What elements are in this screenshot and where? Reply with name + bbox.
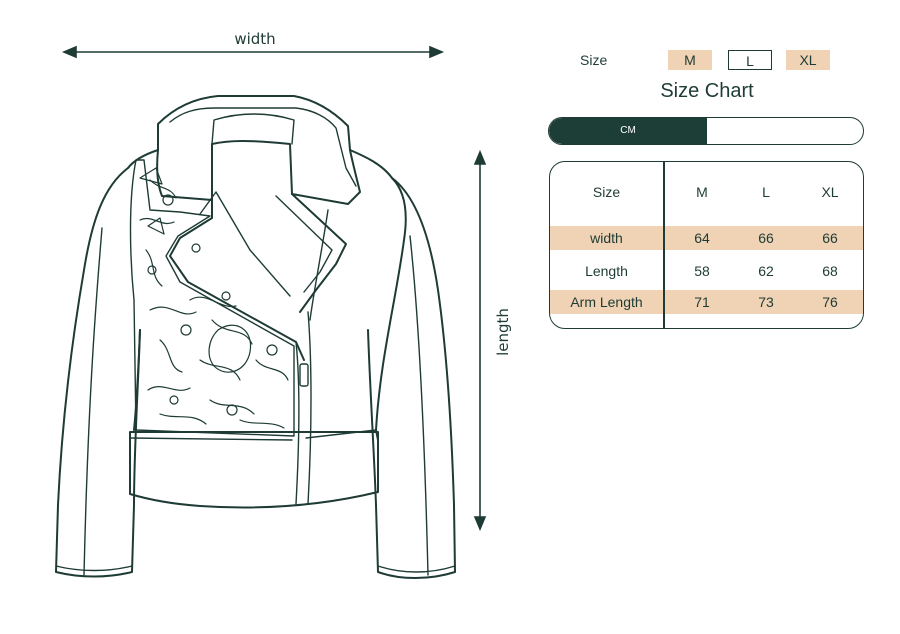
- header-l: L: [762, 184, 770, 200]
- cell-value: 66: [822, 230, 838, 246]
- table-divider: [663, 162, 665, 328]
- size-option-xl[interactable]: XL: [786, 50, 830, 70]
- size-chart-title: Size Chart: [660, 80, 754, 102]
- unit-cm-button[interactable]: CM: [549, 118, 707, 144]
- width-arrow: [61, 45, 445, 59]
- jacket-illustration: [55, 95, 456, 579]
- cell-value: 66: [758, 230, 774, 246]
- size-option-m[interactable]: M: [668, 50, 712, 70]
- size-table: Size M L XL width 64 66 66 Length 58 62 …: [549, 161, 864, 329]
- size-selector-label: Size: [580, 52, 608, 68]
- cell-value: 73: [758, 294, 774, 310]
- table-row: width 64 66 66: [550, 226, 863, 250]
- table-row: Length 58 62 68: [550, 259, 863, 283]
- table-row: Arm Length 71 73 76: [550, 290, 863, 314]
- length-label: length: [494, 308, 512, 356]
- cell-value: 68: [822, 263, 838, 279]
- width-label: width: [234, 30, 275, 48]
- cell-value: 64: [694, 230, 710, 246]
- header-xl: XL: [821, 184, 839, 200]
- cell-value: 58: [694, 263, 710, 279]
- row-label: Length: [585, 263, 628, 279]
- cell-value: 62: [758, 263, 774, 279]
- unit-toggle[interactable]: CM: [548, 117, 864, 145]
- header-size: Size: [592, 184, 621, 200]
- header-m: M: [696, 184, 708, 200]
- cell-value: 71: [694, 294, 710, 310]
- table-header-row: Size M L XL: [550, 180, 863, 204]
- row-label: Arm Length: [570, 294, 643, 310]
- cell-value: 76: [822, 294, 838, 310]
- length-arrow: [473, 149, 487, 532]
- size-option-l[interactable]: L: [728, 50, 772, 70]
- row-label: width: [590, 230, 623, 246]
